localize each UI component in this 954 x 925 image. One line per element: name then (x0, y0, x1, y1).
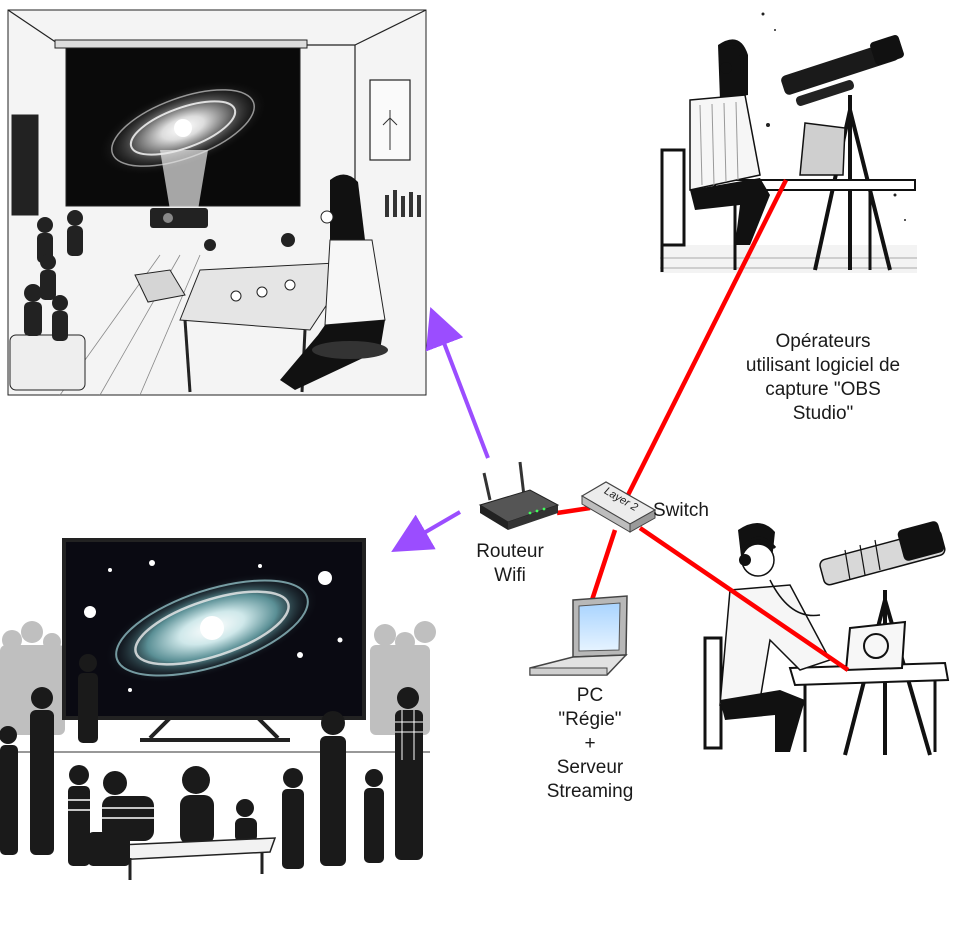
operators-line-1: Opérateurs (775, 331, 871, 352)
operators-caption: Opérateurs utilisant logiciel de capture… (718, 330, 928, 426)
pc-line-5: Streaming (546, 781, 634, 802)
pc-line-2: "Régie" (558, 709, 622, 730)
operators-line-4: Studio" (792, 403, 854, 424)
operator-woman-scene (660, 8, 917, 273)
router-line-1: Routeur (476, 541, 544, 562)
wifi-arrow-bar (425, 307, 490, 459)
router-line-2: Wifi (494, 565, 526, 586)
wifi-arrow-screen (391, 510, 462, 553)
pc-line-4: Serveur (556, 757, 624, 778)
operator-man-scene (700, 500, 954, 756)
link-switch-pc (589, 529, 618, 601)
laptop-icon (529, 595, 628, 676)
public-screen-scene (0, 538, 436, 880)
link-router-switch (556, 505, 591, 516)
bar-projection-scene (7, 9, 427, 396)
link-switch-operator-woman (620, 178, 789, 507)
switch-label: Switch (653, 500, 709, 521)
pc-line-1: PC (576, 685, 604, 706)
wifi-router-icon (478, 461, 560, 530)
wired-links (556, 178, 850, 672)
pc-line-3: + (584, 733, 596, 754)
pc-label: PC "Régie" + Serveur Streaming (520, 684, 660, 804)
operators-line-2: utilisant logiciel de (745, 355, 901, 376)
wifi-arrows (391, 307, 490, 553)
operators-line-3: capture "OBS (765, 379, 881, 400)
link-switch-operator-man (638, 526, 850, 672)
layer2-switch-icon: Layer 2 (580, 481, 657, 533)
router-label: Routeur Wifi (460, 540, 560, 588)
